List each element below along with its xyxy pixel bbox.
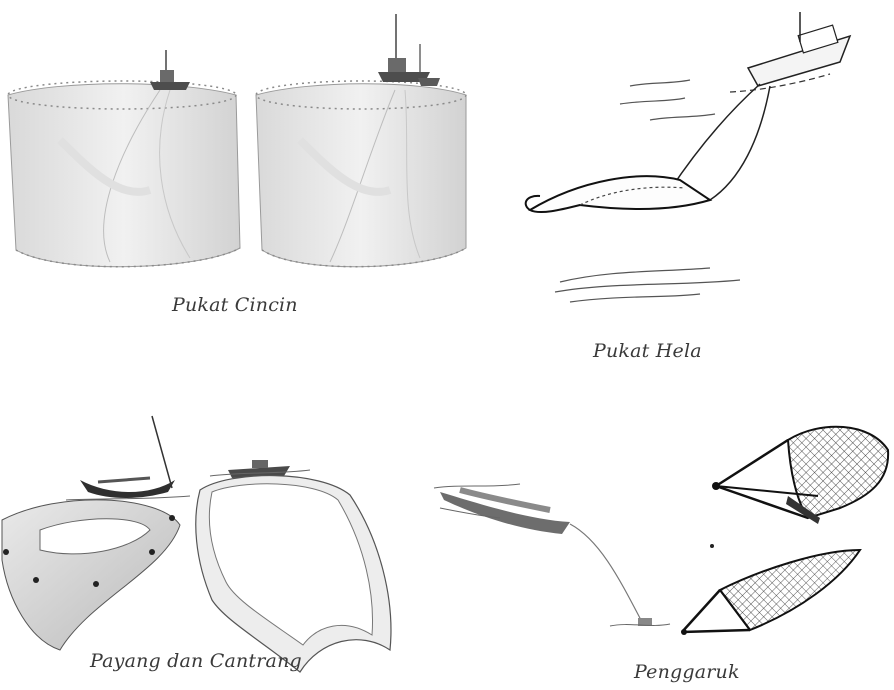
dot-marker — [710, 544, 714, 548]
cantrang-net — [196, 476, 391, 672]
caption-penggaruk: Penggaruk — [634, 661, 740, 683]
payang-boat — [80, 416, 175, 498]
dredge-illustration — [420, 400, 894, 690]
figure-payang-cantrang: Payang dan Cantrang — [0, 400, 420, 690]
caption-pukat-cincin: Pukat Cincin — [172, 294, 298, 316]
trawl-net — [526, 176, 710, 212]
dredge-frame-top — [712, 427, 888, 524]
purse-seine-boat-left — [150, 50, 190, 90]
purse-seine-illustration — [0, 0, 470, 340]
purse-seine-net-right — [256, 81, 466, 267]
figure-dredge: Penggaruk — [420, 400, 894, 690]
payang-cantrang-illustration — [0, 400, 420, 690]
purse-seine-net-left — [8, 81, 240, 267]
caption-payang-cantrang: Payang dan Cantrang — [90, 650, 302, 672]
dredge-frame-bottom — [681, 550, 860, 635]
payang-net — [2, 500, 180, 650]
dredge-tow-line — [570, 524, 652, 626]
trawl-vessel — [730, 12, 850, 92]
purse-seine-boat-right — [378, 14, 440, 86]
caption-pukat-hela: Pukat Hela — [593, 340, 702, 362]
figure-purse-seine: Pukat Cincin — [0, 0, 470, 340]
figure-trawl: Pukat Hela — [470, 0, 894, 400]
